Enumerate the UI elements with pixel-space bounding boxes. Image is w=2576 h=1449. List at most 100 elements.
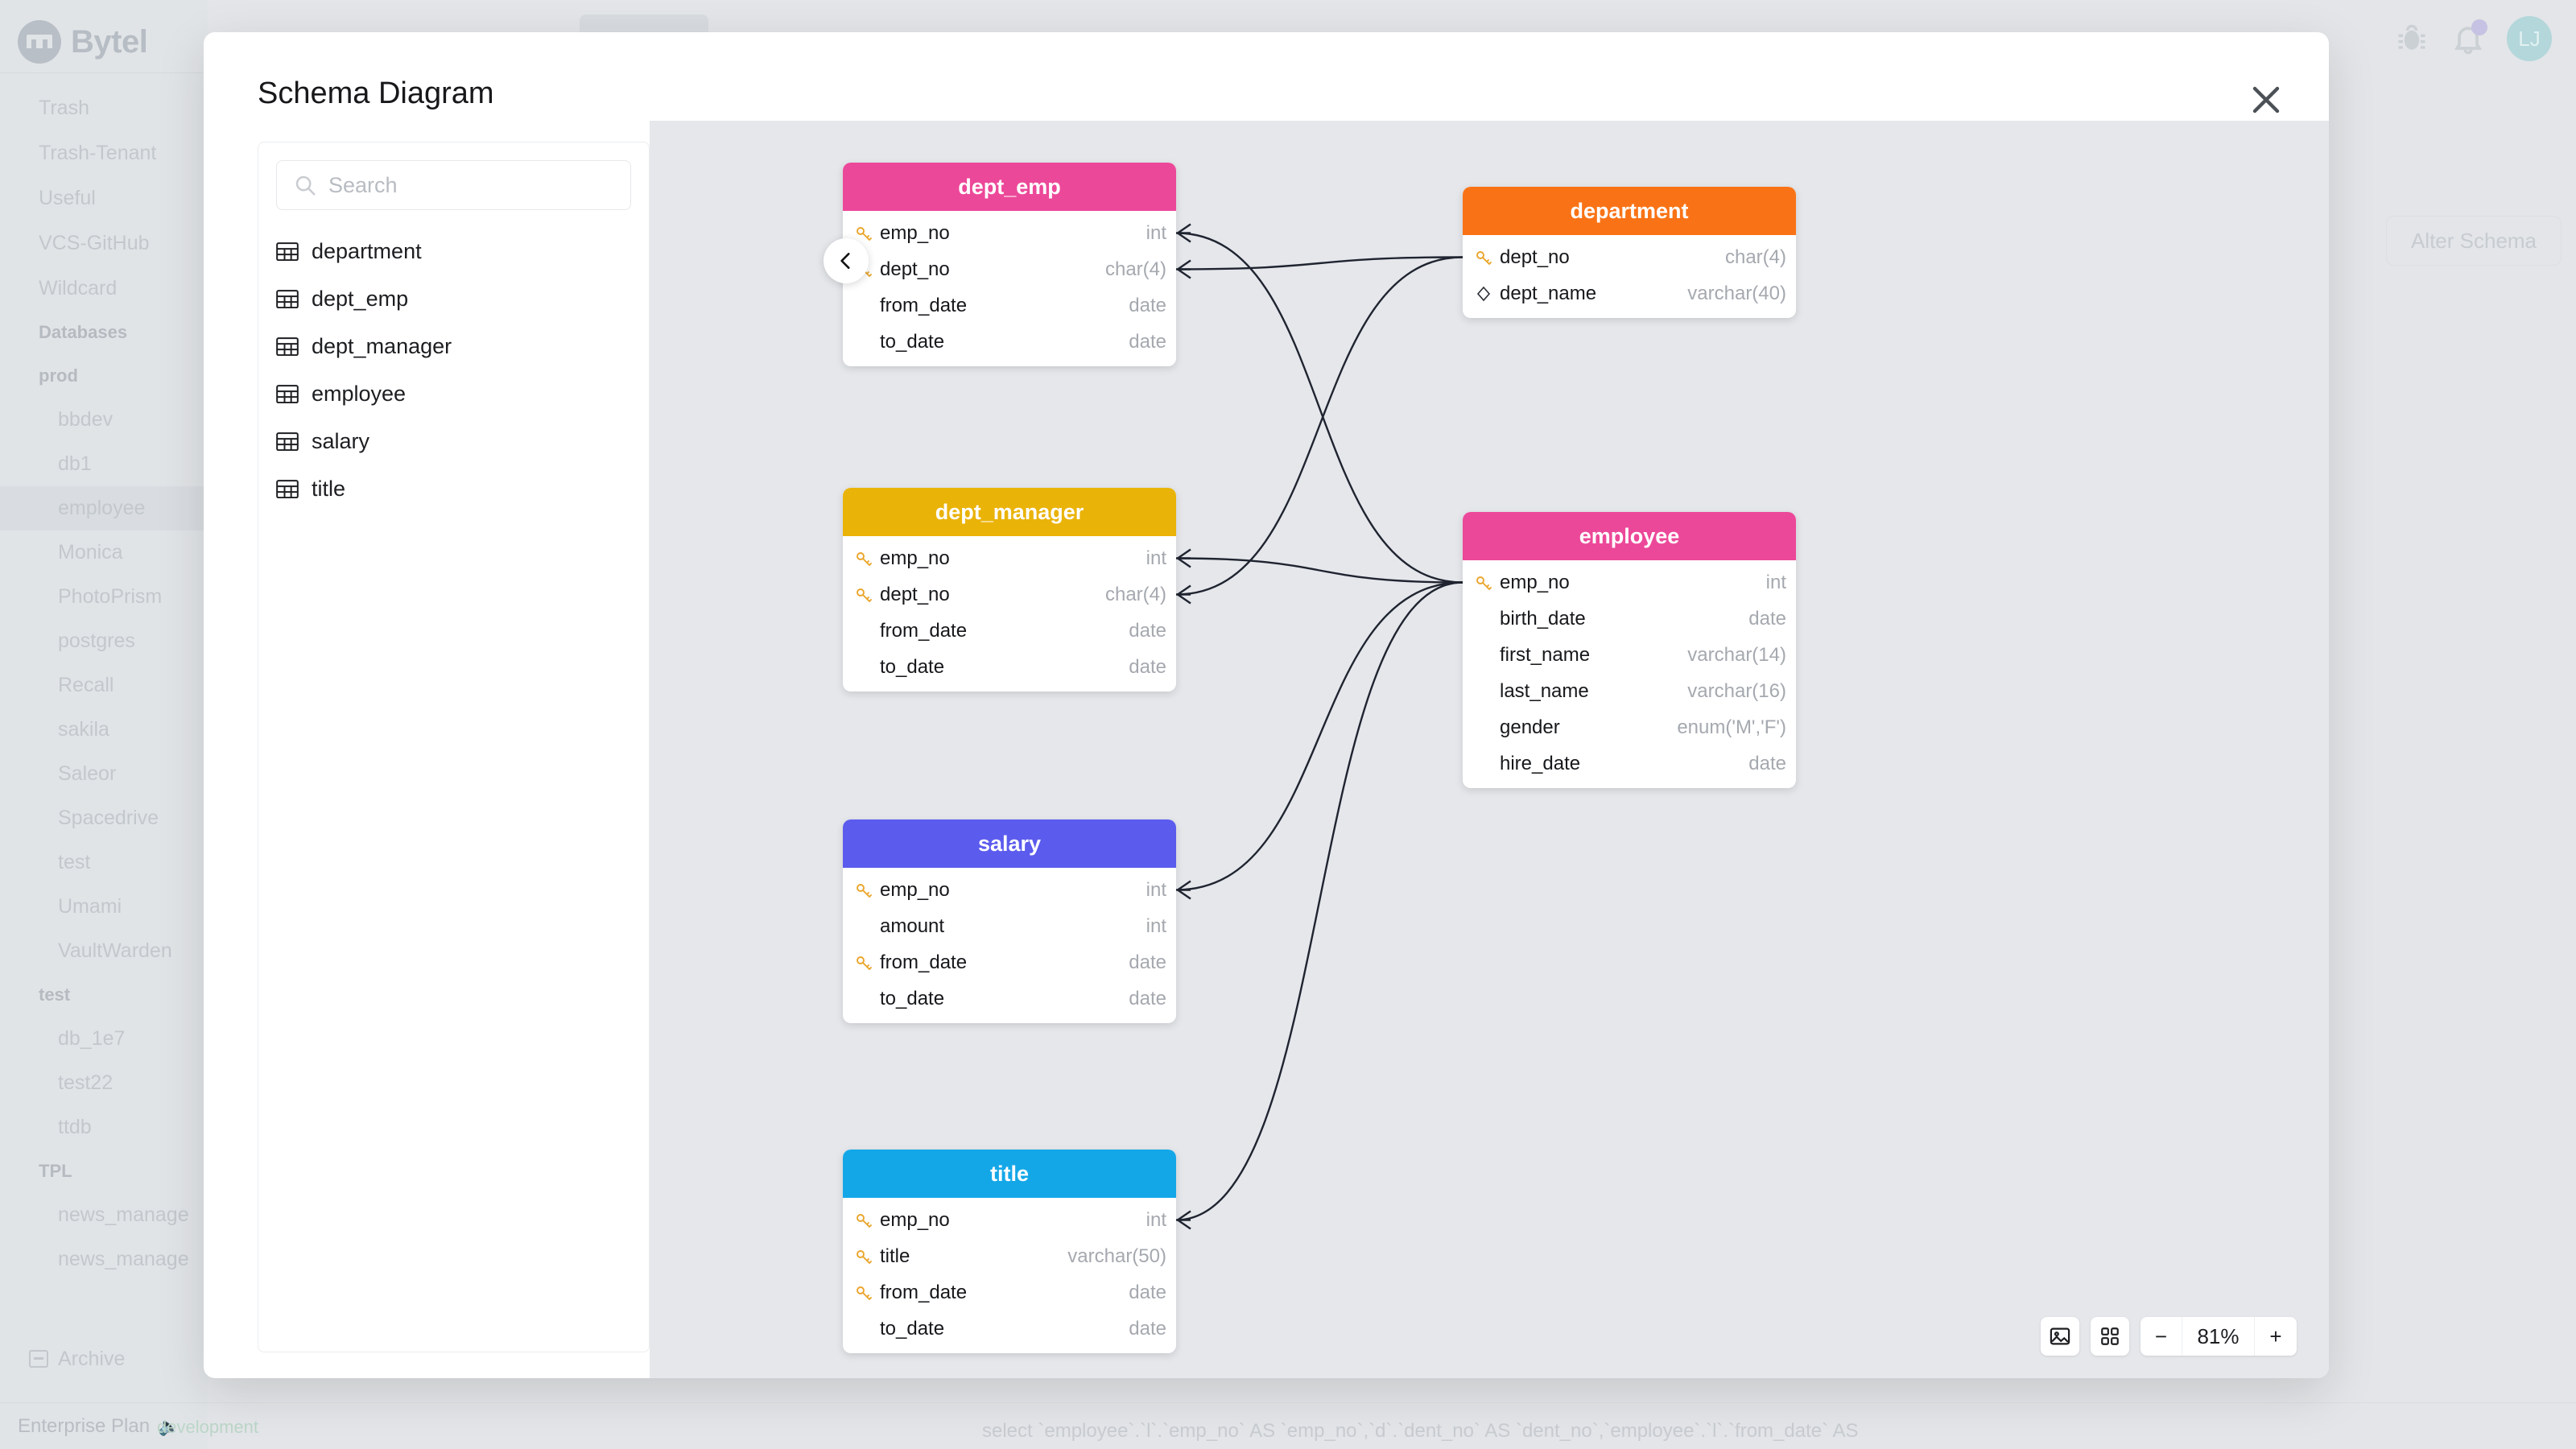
sidebar-item-useful[interactable]: Useful (39, 186, 96, 209)
sidebar-db-photoprism[interactable]: PhotoPrism (58, 585, 163, 608)
zoom-out-button[interactable]: − (2140, 1317, 2182, 1356)
column-type: varchar(50) (1067, 1245, 1166, 1267)
zoom-control-group: − 81% + (2140, 1317, 2297, 1356)
table-icon (276, 336, 299, 357)
auto-layout-icon[interactable] (2091, 1317, 2129, 1356)
avatar[interactable]: LJ (2507, 16, 2552, 61)
sidebar-db-vaultwarden[interactable]: VaultWarden (58, 939, 172, 962)
collapse-panel-button[interactable] (824, 238, 869, 283)
sidebar-db-recall[interactable]: Recall (58, 674, 114, 696)
sidebar-db-db-1e7[interactable]: db_1e7 (58, 1027, 126, 1050)
column-name: amount (880, 914, 945, 937)
sidebar-db-sakila[interactable]: sakila (58, 718, 109, 741)
sidebar-item-archive[interactable]: Archive (0, 1336, 208, 1381)
bytebase-logo-icon (18, 20, 61, 64)
crowsfoot-marker (1177, 223, 1191, 243)
app-logo[interactable]: Bytel (18, 13, 148, 71)
column-type: date (1129, 655, 1166, 678)
alter-schema-button[interactable]: Alter Schema (2386, 216, 2562, 266)
sidebar-db-ttdb[interactable]: ttdb (58, 1116, 92, 1138)
sidebar-item-trash-tenant[interactable]: Trash-Tenant (39, 141, 157, 164)
search-input[interactable] (328, 172, 614, 198)
bug-icon[interactable] (2394, 21, 2429, 56)
sidebar-db-db1[interactable]: db1 (58, 452, 92, 475)
table-list-item-salary[interactable]: salary (258, 418, 649, 465)
sidebar-db-umami[interactable]: Umami (58, 895, 122, 918)
plan-footer[interactable]: Enterprise Plan 🔈 (0, 1402, 208, 1449)
sidebar-db-postgres[interactable]: postgres (58, 630, 135, 652)
primary-key-icon (1474, 248, 1493, 267)
sidebar-item-wildcard[interactable]: Wildcard (39, 276, 118, 299)
column-type: date (1129, 1281, 1166, 1303)
sidebar-item-vcs-github[interactable]: VCS-GitHub (39, 231, 150, 254)
export-image-icon[interactable] (2041, 1317, 2079, 1356)
search-box[interactable] (276, 160, 631, 210)
sidebar-db-saleor[interactable]: Saleor (58, 762, 117, 785)
sidebar-db-news-manage-1[interactable]: news_manage (58, 1203, 189, 1226)
table-list-item-label: dept_emp (312, 287, 409, 311)
sidebar-db-test[interactable]: test (58, 851, 91, 873)
close-icon[interactable] (2247, 80, 2285, 119)
diagram-column-row[interactable]: to_date date (843, 649, 1176, 685)
primary-key-icon (854, 549, 873, 568)
sidebar-db-test22[interactable]: test22 (58, 1071, 114, 1094)
column-name: from_date (880, 619, 968, 642)
sidebar-db-monica[interactable]: Monica (58, 541, 123, 564)
sql-preview-text: select `employee`.`l`.`emp_no` AS `emp_n… (982, 1420, 1859, 1442)
column-name: to_date (880, 1317, 945, 1340)
table-list-item-dept-manager[interactable]: dept_manager (258, 323, 649, 370)
sidebar-group-test: test (39, 985, 71, 1005)
table-list-item-employee[interactable]: employee (258, 370, 649, 418)
column-type: varchar(40) (1687, 282, 1786, 304)
table-list-item-dept-emp[interactable]: dept_emp (258, 275, 649, 323)
bell-icon[interactable] (2450, 19, 2487, 56)
sidebar-db-news-manage-2[interactable]: news_manage (58, 1248, 189, 1270)
table-icon (276, 289, 299, 309)
column-type: int (1146, 547, 1166, 569)
column-name: to_date (880, 655, 945, 678)
sidebar-item-trash[interactable]: Trash (39, 96, 89, 119)
table-list-item-title[interactable]: title (258, 465, 649, 513)
sidebar-db-spacedrive[interactable]: Spacedrive (58, 807, 159, 829)
column-type: char(4) (1724, 246, 1786, 268)
column-name: first_name (1500, 643, 1591, 666)
sidebar-db-employee[interactable]: employee (0, 486, 208, 530)
sidebar-group-tpl: TPL (39, 1161, 72, 1181)
sidebar-db-bbdev[interactable]: bbdev (58, 408, 114, 431)
primary-key-icon (854, 1247, 873, 1266)
table-list-item-department[interactable]: department (258, 228, 649, 275)
zoom-in-button[interactable]: + (2269, 1323, 2282, 1348)
diagram-node-title: department (1463, 187, 1796, 235)
